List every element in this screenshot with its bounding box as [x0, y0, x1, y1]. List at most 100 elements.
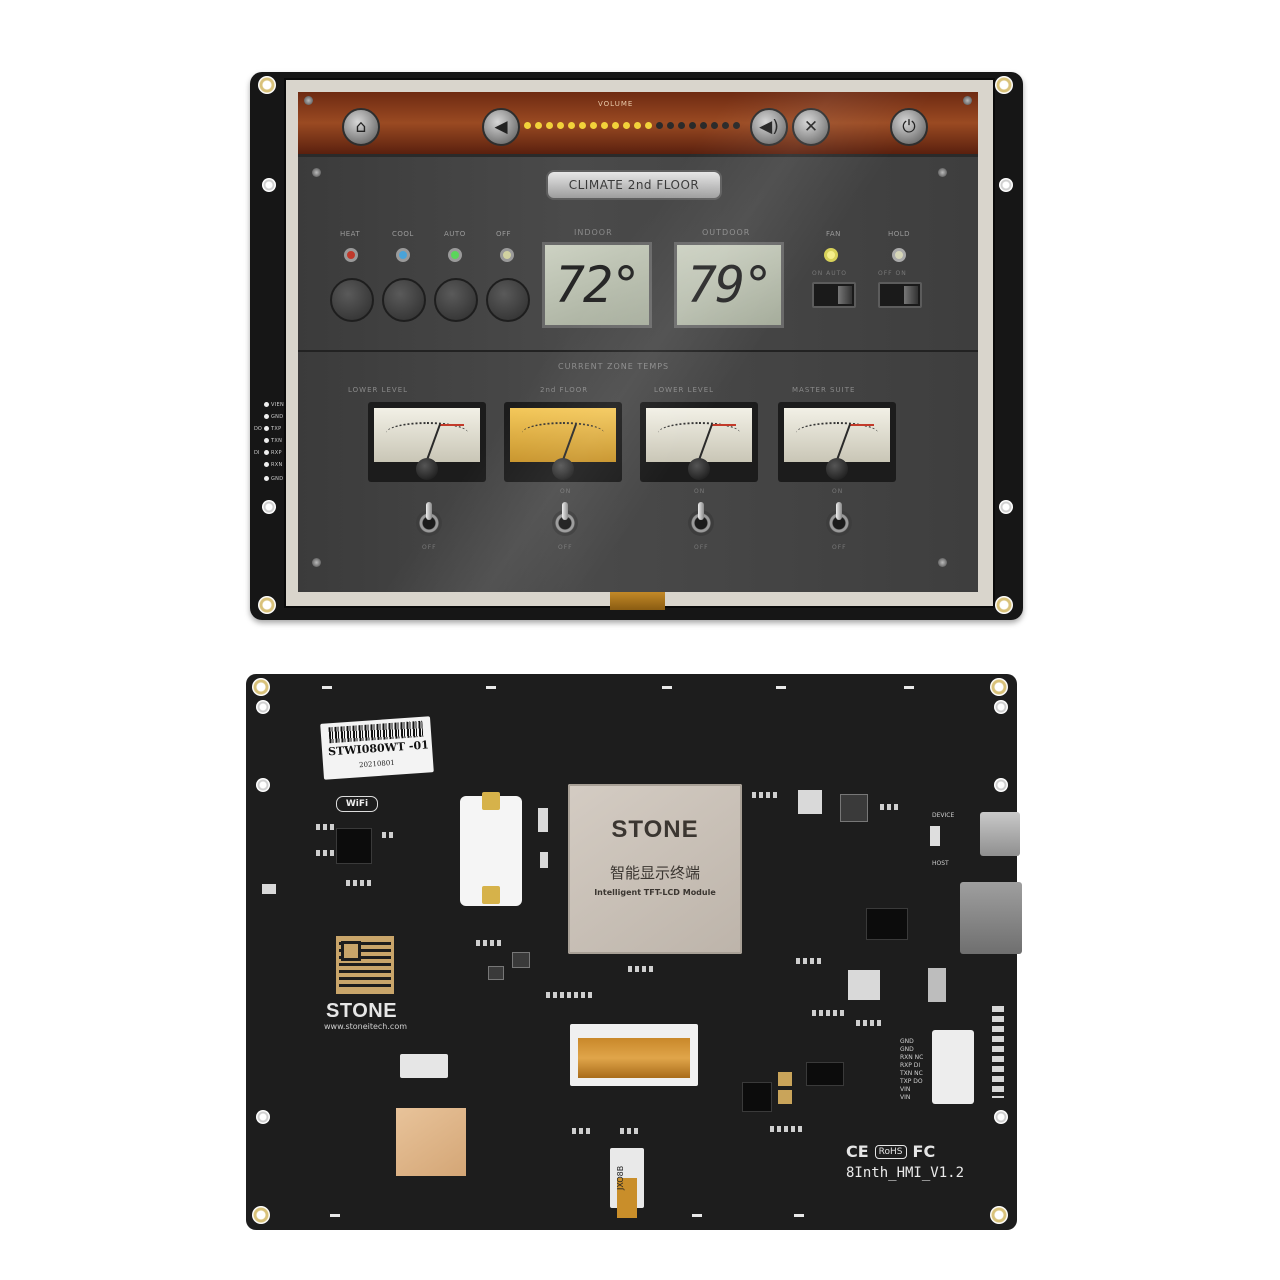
sticker-date: 20210801	[358, 758, 395, 770]
io-label: RXN NC	[900, 1054, 924, 1061]
power-icon[interactable]: ⏻	[890, 108, 928, 146]
volume-dot	[546, 122, 553, 129]
bottom-connector	[610, 1148, 644, 1218]
hold-switch-labels: OFF ON	[878, 270, 907, 277]
battery-clip	[482, 886, 500, 904]
rohs-mark: RoHS	[874, 1144, 907, 1159]
io-label: TXN NC	[900, 1070, 923, 1077]
speaker-icon[interactable]: ◀	[482, 108, 520, 146]
volume-dot	[601, 122, 608, 129]
zone-section-title: CURRENT ZONE TEMPS	[558, 362, 670, 371]
indicator-label: COOL	[392, 230, 414, 238]
zone-temp-gauge	[368, 402, 486, 482]
fan-switch[interactable]	[812, 282, 856, 308]
hold-led	[892, 248, 906, 262]
toggle-bottom-label: OFF	[422, 544, 437, 551]
smd-pads	[812, 1010, 844, 1016]
silk-mark	[692, 1214, 702, 1217]
volume-dot	[678, 122, 685, 129]
smd-component	[262, 884, 276, 894]
usb-port	[980, 812, 1020, 856]
silk-mark	[904, 686, 914, 689]
off-button[interactable]	[486, 278, 530, 322]
volume-dot	[722, 122, 729, 129]
volume-up-icon[interactable]: ◀)	[750, 108, 788, 146]
zone-toggle-switch[interactable]	[552, 502, 578, 536]
lcd-fpc-connector	[570, 1024, 698, 1086]
touch-fpc-tail	[610, 590, 665, 610]
screw-icon	[938, 168, 947, 177]
volume-dot	[700, 122, 707, 129]
volume-level-bar[interactable]	[524, 122, 744, 129]
mute-icon[interactable]: ✕	[792, 108, 830, 146]
auto-button[interactable]	[434, 278, 478, 322]
toggle-top-label: ON	[832, 488, 844, 495]
mount-hole	[990, 1206, 1008, 1224]
screw-icon	[938, 558, 947, 567]
indoor-label: INDOOR	[574, 228, 613, 237]
zone-toggle-switch[interactable]	[688, 502, 714, 536]
indicator-label: OFF	[496, 230, 512, 238]
toggle-top-label: ON	[694, 488, 706, 495]
zone-label: MASTER SUITE	[792, 386, 856, 394]
ce-mark: CE	[846, 1142, 869, 1161]
silk-mark	[776, 686, 786, 689]
heat-button[interactable]	[330, 278, 374, 322]
volume-dot	[579, 122, 586, 129]
volume-dot	[568, 122, 575, 129]
outdoor-temp-display: 79°	[674, 242, 784, 328]
small-connector	[400, 1054, 448, 1078]
fan-switch-labels: ON AUTO	[812, 270, 848, 277]
mount-hole	[995, 596, 1013, 614]
switch	[930, 826, 940, 846]
toggle-bottom-label: OFF	[832, 544, 847, 551]
home-icon[interactable]: ⌂	[342, 108, 380, 146]
zone-label: 2nd FLOOR	[540, 386, 589, 394]
volume-dot	[689, 122, 696, 129]
smd-component	[778, 1090, 792, 1104]
ethernet-transformer-chip	[866, 908, 908, 940]
pin-label: RXN	[264, 462, 283, 468]
screw-icon	[963, 96, 972, 105]
zone-toggle-switch[interactable]	[416, 502, 442, 536]
smd-pads	[620, 1128, 638, 1134]
hold-switch[interactable]	[878, 282, 922, 308]
mount-hole	[256, 778, 270, 792]
chip-brand: STONE	[611, 816, 699, 843]
qr-code	[336, 936, 394, 994]
io-label: VIN	[900, 1086, 911, 1093]
smd-pads	[752, 792, 777, 798]
toggle-bottom-label: OFF	[694, 544, 709, 551]
mount-hole	[256, 1110, 270, 1124]
smd-pads	[316, 850, 334, 856]
off-led	[500, 248, 514, 262]
smd-pads	[628, 966, 653, 972]
connector-label: JXO8B	[616, 1165, 625, 1190]
battery-holder	[460, 792, 522, 906]
indoor-temp-display: 72°	[542, 242, 652, 328]
cool-button[interactable]	[382, 278, 426, 322]
zone-temp-gauge	[504, 402, 622, 482]
crystal	[538, 808, 548, 832]
pin-label: TXP	[264, 426, 281, 432]
ic-chip	[742, 1082, 772, 1112]
zone-label: LOWER LEVEL	[654, 386, 715, 394]
lcd-screen[interactable]: ⌂ ◀ VOLUME ◀) ✕ ⏻ CLIMATE 2nd FLOOR HEAT…	[298, 92, 978, 592]
zone-label: LOWER LEVEL	[348, 386, 409, 394]
mount-hole	[256, 700, 270, 714]
mount-hole	[995, 76, 1013, 94]
volume-dot	[590, 122, 597, 129]
battery-clip	[482, 792, 500, 810]
volume-dot	[667, 122, 674, 129]
smd-pads	[316, 824, 334, 830]
pin-prefix: DO	[254, 426, 262, 432]
fan-led	[824, 248, 838, 262]
io-label: RXP DI	[900, 1062, 921, 1069]
zone-toggle-switch[interactable]	[826, 502, 852, 536]
io-label: TXP DO	[900, 1078, 923, 1085]
outdoor-label: OUTDOOR	[702, 228, 751, 237]
chip-subtitle: Intelligent TFT-LCD Module	[594, 888, 716, 897]
mount-hole	[262, 500, 276, 514]
smd-pads	[382, 832, 393, 838]
climate-title-plate: CLIMATE 2nd FLOOR	[546, 170, 722, 200]
